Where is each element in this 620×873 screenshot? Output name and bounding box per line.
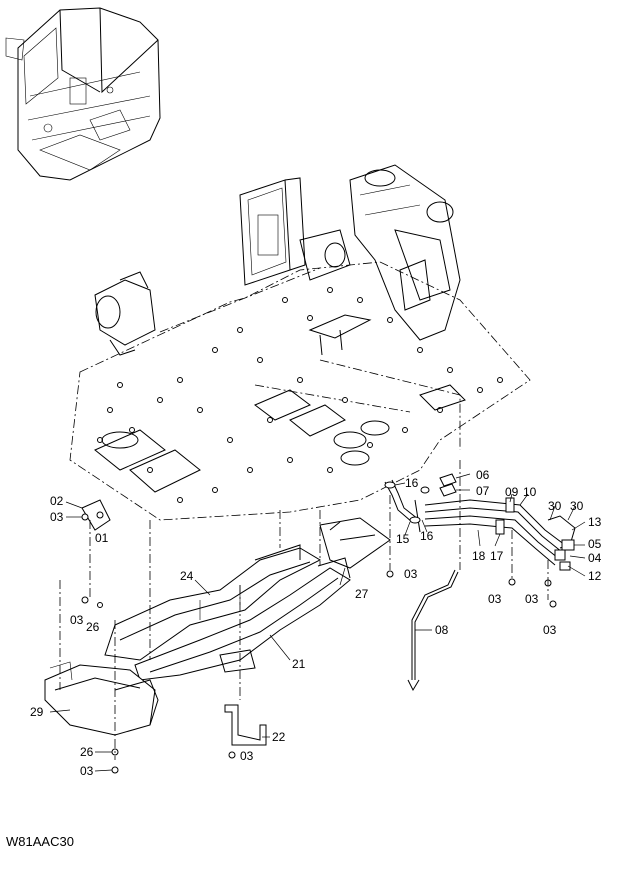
duct-21 [134,557,351,681]
callout-01: 01 [95,531,109,545]
callout-13: 13 [588,515,602,529]
callout-07: 07 [476,484,490,498]
callout-06: 06 [476,468,490,482]
callout-05: 05 [588,537,602,551]
callout-09: 09 [505,485,519,499]
duct-29 [44,661,159,736]
bracket-27 [319,517,391,569]
fittings-06-07 [439,473,457,497]
bracket-01 [81,499,111,531]
rear-panel [239,177,306,286]
plate-bracket [308,314,372,356]
callouts: 01 02 03 03 03 03 03 03 03 03 04 05 06 0… [30,468,602,778]
callout-08: 08 [435,623,449,637]
heater-unit [299,164,461,341]
cab-overview-inset [5,7,161,181]
callout-24: 24 [180,569,194,583]
callout-29: 29 [30,705,44,719]
callout-27: 27 [355,587,369,601]
callout-15: 15 [396,532,410,546]
callout-10: 10 [523,485,537,499]
front-duct-outlet [94,271,156,356]
callout-26-b: 26 [80,745,94,759]
hose-bundle [414,497,576,571]
callout-21: 21 [292,657,306,671]
floor-bolts [97,287,503,503]
callout-02: 02 [50,494,64,508]
callout-03-a: 03 [50,510,64,524]
callout-17: 17 [490,549,504,563]
leader-lines [49,473,586,772]
callout-30-b: 30 [570,499,584,513]
callout-03-g: 03 [525,592,539,606]
assembly-lines [59,460,549,760]
callout-18: 18 [472,549,486,563]
callout-26-a: 26 [86,620,100,634]
callout-03-h: 03 [543,623,557,637]
figure-code: W81AAC30 [6,834,74,849]
floor-plate [69,261,531,521]
callout-03-e: 03 [404,567,418,581]
callout-04: 04 [588,551,602,565]
callout-12: 12 [588,569,602,583]
callout-16-a: 16 [405,476,419,490]
floor-openings [94,384,466,493]
callout-03-d: 03 [240,749,254,763]
callout-03-f: 03 [488,592,502,606]
callout-16-b: 16 [420,529,434,543]
drain-hose-08 [407,569,459,692]
callout-30-a: 30 [548,499,562,513]
duct-24 [104,544,322,661]
bracket-22 [224,704,267,746]
callout-03-c: 03 [80,764,94,778]
callout-22: 22 [272,730,286,744]
callout-03-b: 03 [70,613,84,627]
hose-15 [384,479,430,524]
